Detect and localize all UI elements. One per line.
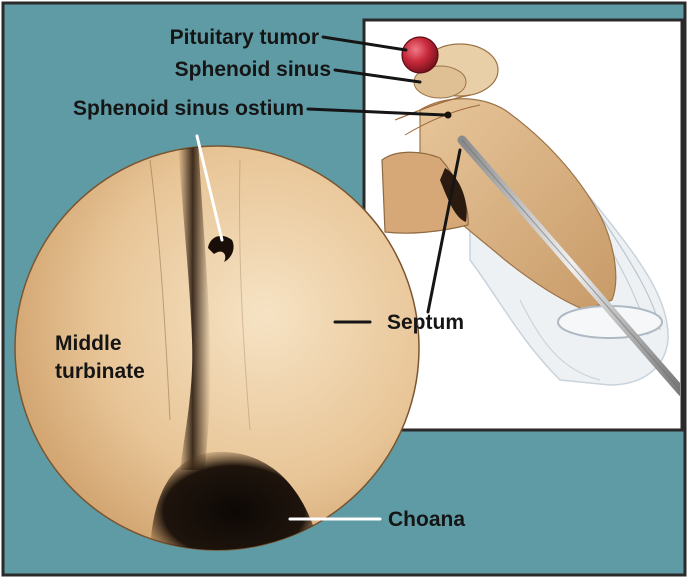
label-septum: Septum: [387, 311, 464, 334]
label-choana: Choana: [388, 508, 465, 531]
label-middle-turbinate-line2: turbinate: [55, 360, 145, 383]
label-sphenoid-sinus: Sphenoid sinus: [175, 58, 331, 81]
label-middle-turbinate-line1: Middle: [55, 332, 122, 355]
label-sphenoid-sinus-ostium: Sphenoid sinus ostium: [73, 97, 304, 120]
pituitary-tumor-shape: [402, 37, 438, 73]
label-pituitary-tumor: Pituitary tumor: [170, 26, 319, 49]
